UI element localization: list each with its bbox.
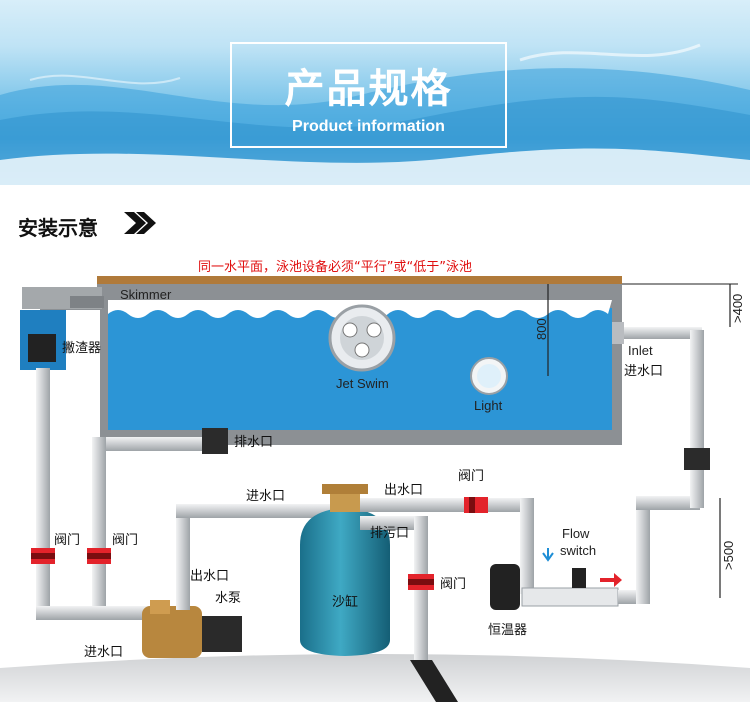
return-riser [636, 500, 650, 604]
heater-label: 恒温器 [488, 623, 527, 638]
drain-outlet [410, 660, 458, 702]
inlet-en-label: Inlet [628, 343, 653, 358]
valve-left-1[interactable] [31, 548, 55, 564]
pump-icon [142, 600, 242, 658]
title-box: 产品规格 Product information [230, 42, 507, 148]
drain-label: 排水口 [234, 435, 273, 450]
valve-waste[interactable] [408, 574, 434, 590]
inlet-cn-label: 进水口 [624, 364, 663, 379]
skimmer-mouth [70, 296, 104, 308]
drain-riser [92, 437, 106, 617]
return-cross [636, 496, 700, 510]
inlet-pipe [612, 327, 702, 339]
dimension-800: 800 [534, 318, 549, 340]
jet-swim-icon [328, 304, 396, 372]
basket-label: 撇渣器 [62, 341, 101, 356]
basket-icon [28, 334, 56, 362]
header-banner: 产品规格 Product information [0, 0, 750, 185]
sand-tank-icon [300, 484, 390, 656]
return-upright [690, 330, 704, 508]
water-wave-decoration [0, 43, 750, 185]
heater-icon [490, 564, 619, 610]
dimension-500: >500 [721, 541, 736, 570]
waste-pipe [360, 516, 420, 530]
skimmer-label: Skimmer [120, 287, 172, 302]
valve-top[interactable] [464, 497, 488, 513]
inlet-fitting [612, 322, 624, 344]
sand-outlet-label: 出水口 [384, 483, 423, 498]
flow-switch-label-2: switch [560, 543, 596, 558]
level-note: 同一水平面，泳池设备必须“平行”或“低于”泳池 [198, 259, 472, 275]
sand-tank-label: 沙缸 [332, 594, 358, 610]
heater-feed-pipe [520, 498, 534, 594]
sand-inlet-label: 进水口 [246, 489, 285, 504]
drain-fitting [202, 428, 228, 454]
page-title: 产品规格 [284, 66, 453, 112]
dimension-400: >400 [730, 294, 745, 323]
drain-pipe [92, 437, 202, 451]
jet-swim-label: Jet Swim [336, 376, 389, 391]
valve-left-2[interactable] [87, 548, 111, 564]
waste-riser [414, 516, 428, 666]
light-label: Light [474, 398, 503, 413]
sand-outlet-pipe [360, 498, 530, 512]
sand-inlet-pipe [176, 504, 336, 518]
pump-outlet-label: 出水口 [190, 569, 229, 584]
ground [0, 654, 750, 702]
valve-left-2-label: 阀门 [112, 533, 138, 548]
page-subtitle: Product information [292, 118, 445, 135]
section-title: 安装示意 [18, 216, 98, 240]
suction-pipe [36, 606, 161, 620]
valve-top-label: 阀门 [458, 469, 484, 484]
flow-down-icon [542, 548, 554, 562]
waste-label: 排污口 [370, 526, 409, 541]
flow-switch-label-1: Flow [562, 526, 590, 541]
flow-arrow-icon [600, 573, 622, 587]
pump-label: 水泵 [215, 591, 241, 606]
pump-outlet-pipe [176, 506, 190, 610]
pool-deck [97, 276, 622, 284]
pump-inlet-label: 进水口 [84, 645, 123, 660]
double-chevron-icon [124, 212, 156, 234]
valve-waste-label: 阀门 [440, 577, 466, 592]
valve-left-1-label: 阀门 [54, 533, 80, 548]
skimmer-pipe [36, 368, 50, 618]
return-fitting [684, 448, 710, 470]
light-icon [470, 357, 508, 395]
